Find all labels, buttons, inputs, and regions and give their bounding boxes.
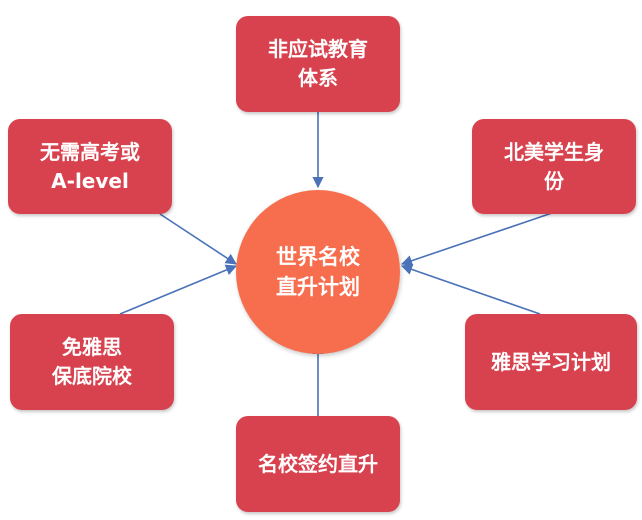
node-ielts-study-plan: 雅思学习计划: [465, 314, 637, 410]
connector-top-left: [159, 213, 237, 265]
hub-world-top-schools-plan: 世界名校 直升计划: [236, 190, 400, 354]
node-label: 免雅思 保底院校: [52, 335, 132, 388]
node-no-gaokao-or-alevel: 无需高考或 A-level: [8, 119, 172, 214]
hub-label: 世界名校 直升计划: [276, 245, 360, 299]
node-north-american-student-status: 北美学生身 份: [472, 119, 636, 214]
connector-bottom-right: [400, 264, 541, 315]
connector-bottom-left: [119, 264, 238, 315]
node-label: 无需高考或 A-level: [40, 139, 140, 193]
node-label: 雅思学习计划: [491, 349, 611, 374]
node-label: 名校签约直升: [258, 451, 378, 476]
connector-top-right: [400, 211, 556, 267]
node-signed-direct-admission: 名校签约直升: [236, 416, 400, 512]
node-label: 非应试教育 体系: [268, 37, 368, 90]
node-non-exam-education: 非应试教育 体系: [236, 16, 400, 112]
node-ielts-free-safety-schools: 免雅思 保底院校: [10, 314, 174, 410]
node-label: 北美学生身 份: [504, 139, 604, 193]
